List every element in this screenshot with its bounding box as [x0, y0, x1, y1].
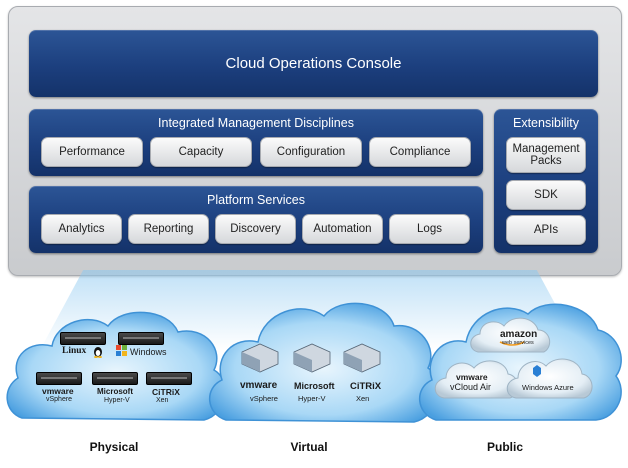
- linux-label: Linux: [62, 346, 87, 356]
- management-packs-button[interactable]: Management Packs: [506, 137, 586, 173]
- microsoft-logo: Microsoft: [294, 381, 335, 391]
- vmware-logo: vmware: [42, 386, 74, 396]
- windows-azure-label: Windows Azure: [522, 383, 574, 392]
- citrix-logo: CiTRiX: [350, 381, 382, 392]
- server-icon: [118, 332, 164, 345]
- disciplines-title: Integrated Management Disciplines: [158, 116, 354, 130]
- azure-logo-icon: [533, 365, 541, 377]
- linux-penguin-icon: [94, 347, 102, 358]
- capacity-button[interactable]: Capacity: [150, 137, 252, 167]
- vsphere-label: vSphere: [46, 396, 73, 403]
- hyperv-label: Hyper-V: [298, 394, 326, 403]
- cloud-operations-console[interactable]: Cloud Operations Console: [29, 30, 598, 97]
- extensibility-title: Extensibility: [513, 116, 579, 130]
- hyperv-label: Hyper-V: [104, 397, 130, 404]
- automation-button[interactable]: Automation: [302, 214, 383, 244]
- microsoft-logo: Microsoft: [97, 387, 133, 396]
- configuration-button[interactable]: Configuration: [260, 137, 362, 167]
- discovery-button[interactable]: Discovery: [215, 214, 296, 244]
- virtual-label: Virtual: [290, 440, 328, 454]
- amazon-logo: amazon: [500, 329, 538, 340]
- xen-label: Xen: [356, 394, 370, 403]
- vm-stack-icon: [241, 343, 381, 373]
- vmware-logo: vmware: [456, 372, 488, 382]
- vcloud-air-label: vCloud Air: [450, 382, 492, 392]
- azure-cloud-icon: [506, 358, 593, 399]
- reporting-button[interactable]: Reporting: [128, 214, 209, 244]
- amazon-cloud-icon: [470, 317, 551, 353]
- server-icon: [36, 372, 82, 385]
- amazon-web-services-label: web services: [502, 340, 534, 346]
- amazon-smile-icon: [499, 341, 525, 346]
- xen-label: Xen: [156, 397, 169, 404]
- extensibility-module: Extensibility Management Packs SDK APIs: [494, 109, 598, 253]
- performance-button[interactable]: Performance: [41, 137, 143, 167]
- logs-button[interactable]: Logs: [389, 214, 470, 244]
- apis-button[interactable]: APIs: [506, 215, 586, 245]
- physical-label: Physical: [89, 440, 139, 454]
- server-icon: [146, 372, 192, 385]
- sdk-button[interactable]: SDK: [506, 180, 586, 210]
- console-title: Cloud Operations Console: [225, 55, 402, 72]
- platform-title: Platform Services: [207, 193, 305, 207]
- analytics-button[interactable]: Analytics: [41, 214, 122, 244]
- vsphere-label: vSphere: [250, 394, 278, 403]
- windows-flag-icon: [116, 345, 127, 356]
- vmware-logo: vmware: [240, 380, 278, 391]
- citrix-logo: CiTRiX: [152, 387, 180, 397]
- compliance-button[interactable]: Compliance: [369, 137, 471, 167]
- public-label: Public: [486, 440, 523, 454]
- server-icon: [60, 332, 106, 345]
- server-icon: [92, 372, 138, 385]
- windows-label: Windows: [130, 347, 167, 357]
- disciplines-module: Integrated Management Disciplines Perfor…: [29, 109, 483, 176]
- platform-services-module: Platform Services Analytics Reporting Di…: [29, 186, 483, 253]
